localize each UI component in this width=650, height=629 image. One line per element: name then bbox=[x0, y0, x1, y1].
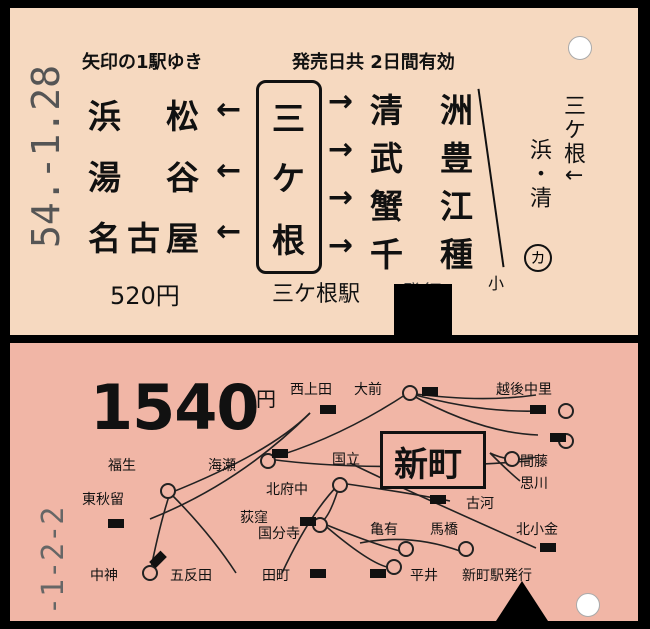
right-arrow-icon: → bbox=[328, 84, 354, 119]
origin: 新町 bbox=[394, 445, 462, 485]
station-ogikubo: 荻窪 bbox=[240, 510, 268, 526]
station-block-icon bbox=[550, 433, 566, 442]
right-dest-1b: 洲 bbox=[440, 91, 479, 130]
side-top: 三ケ根↓ bbox=[560, 94, 585, 187]
right-dest-3a: 蟹 bbox=[370, 187, 409, 226]
small-mark: 小 bbox=[488, 274, 505, 293]
left-arrow-icon: ← bbox=[216, 92, 242, 127]
station-umabashi: 馬橋 bbox=[430, 522, 458, 538]
fare: 1540 bbox=[90, 371, 260, 444]
date-stamp: -1-2-2 bbox=[36, 506, 71, 615]
station-kunitachi: 国立 bbox=[332, 452, 360, 468]
punch-notch bbox=[394, 284, 452, 335]
right-dest-3b: 江 bbox=[440, 187, 479, 226]
station-dot-icon bbox=[142, 565, 158, 581]
origin-char-1: 三 bbox=[272, 99, 305, 138]
station-block-icon bbox=[272, 449, 288, 458]
right-dest-2b: 豊 bbox=[440, 139, 479, 178]
side-divider bbox=[477, 88, 505, 268]
right-arrow-icon: → bbox=[328, 228, 354, 263]
station-kitakogane: 北小金 bbox=[516, 522, 558, 538]
station-nishiueda: 西上田 bbox=[290, 382, 332, 398]
circle-mark-label: カ bbox=[530, 249, 546, 267]
origin-box bbox=[380, 431, 486, 489]
date-stamp: 54.-1.28 bbox=[24, 64, 68, 248]
station-block-icon bbox=[108, 519, 124, 528]
top-ticket: 54.-1.28 矢印の1駅ゆき 発売日共 2日間有効 浜 松 湯 谷 名古屋 … bbox=[10, 8, 638, 335]
station-kitafuchu: 北府中 bbox=[266, 482, 308, 498]
station-madou: 間藤 bbox=[520, 454, 548, 470]
header-right: 発売日共 2日間有効 bbox=[292, 52, 455, 73]
left-dest-1: 浜 松 bbox=[88, 97, 205, 136]
station-fussei: 福生 bbox=[108, 458, 136, 474]
fare: 520円 bbox=[110, 282, 180, 310]
station-block-icon bbox=[320, 405, 336, 414]
station-echigonakazato: 越後中里 bbox=[496, 382, 552, 398]
circle-mark: カ bbox=[524, 244, 552, 272]
station-kokubunji: 国分寺 bbox=[258, 526, 300, 542]
station-dot-icon bbox=[332, 477, 348, 493]
station-dot-icon bbox=[402, 385, 418, 401]
origin-char-2: ケ bbox=[272, 159, 305, 198]
station-dot-icon bbox=[398, 541, 414, 557]
station-dot-icon bbox=[558, 403, 574, 419]
origin-char-3: 根 bbox=[272, 221, 305, 260]
station-block-icon bbox=[300, 517, 316, 526]
route-map bbox=[149, 392, 539, 574]
left-arrow-icon: ← bbox=[216, 153, 242, 188]
station-omae: 大前 bbox=[354, 382, 382, 398]
punch-hole-icon bbox=[568, 36, 592, 60]
right-arrow-icon: → bbox=[328, 132, 354, 167]
left-dest-3: 名古屋 bbox=[88, 219, 205, 258]
side-bottom: 浜・清 bbox=[526, 138, 551, 210]
station-nakagami: 中神 bbox=[90, 568, 118, 584]
station-dot-icon bbox=[386, 559, 402, 575]
station-block-icon bbox=[430, 495, 446, 504]
station-furukawa: 古河 bbox=[466, 496, 494, 512]
station-block-icon bbox=[540, 543, 556, 552]
punch-notch bbox=[496, 581, 548, 621]
right-arrow-icon: → bbox=[328, 180, 354, 215]
station-hirai: 平井 bbox=[410, 568, 438, 584]
yen-label: 円 bbox=[256, 387, 276, 411]
station-dot-icon bbox=[458, 541, 474, 557]
right-dest-4b: 種 bbox=[440, 235, 479, 274]
station-block-icon bbox=[310, 569, 326, 578]
station-tamachi: 田町 bbox=[262, 568, 290, 584]
left-dest-2: 湯 谷 bbox=[88, 158, 205, 197]
station-kaise: 海瀬 bbox=[208, 458, 236, 474]
station-omoigawa: 思川 bbox=[520, 476, 548, 492]
right-dest-4a: 千 bbox=[370, 235, 409, 274]
right-dest-2a: 武 bbox=[370, 139, 409, 178]
right-dest-1a: 清 bbox=[370, 91, 409, 130]
left-arrow-icon: ← bbox=[216, 214, 242, 249]
punch-hole-icon bbox=[576, 593, 600, 617]
bottom-ticket: -1-2-2 1540 円 新町 西上田 大前 越後中里 福生 海瀬 国立 間藤… bbox=[10, 343, 638, 621]
issued-at: 三ケ根駅 bbox=[272, 282, 361, 307]
station-higashiakiru: 東秋留 bbox=[82, 492, 124, 508]
origin-box bbox=[256, 80, 322, 274]
station-gotanda: 五反田 bbox=[170, 568, 212, 584]
station-kameari: 亀有 bbox=[370, 522, 398, 538]
station-block-icon bbox=[530, 405, 546, 414]
station-block-icon bbox=[370, 569, 386, 578]
station-dot-icon bbox=[160, 483, 176, 499]
station-shinmachi-issue: 新町駅発行 bbox=[462, 568, 532, 584]
station-block-icon bbox=[422, 387, 438, 396]
header-left: 矢印の1駅ゆき bbox=[82, 52, 203, 73]
station-dot-icon bbox=[504, 451, 520, 467]
